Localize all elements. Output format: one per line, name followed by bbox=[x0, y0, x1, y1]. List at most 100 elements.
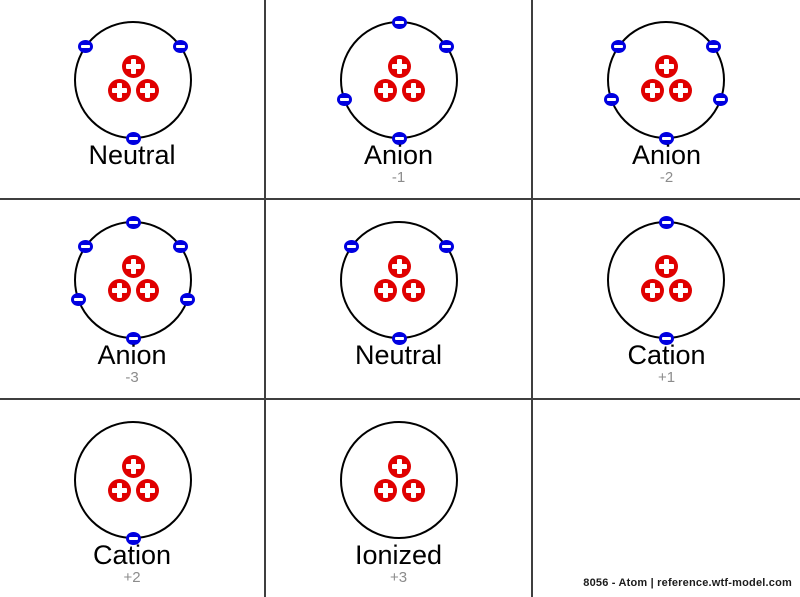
plus-icon bbox=[672, 287, 688, 293]
electron-minus-icon bbox=[125, 215, 141, 229]
atom-diagram bbox=[266, 400, 531, 597]
proton-plus-icon bbox=[107, 278, 131, 302]
plus-icon bbox=[139, 87, 155, 93]
minus-icon bbox=[73, 298, 83, 302]
proton-plus-icon bbox=[107, 78, 131, 102]
electron-minus-icon bbox=[713, 93, 728, 107]
proton-plus-icon bbox=[373, 278, 397, 302]
proton-plus-icon bbox=[373, 478, 397, 502]
proton-plus-icon bbox=[121, 254, 145, 278]
electron-minus-icon bbox=[336, 93, 352, 107]
minus-icon bbox=[128, 336, 138, 340]
plus-icon bbox=[377, 87, 393, 93]
electron-minus-icon bbox=[391, 331, 407, 345]
plus-icon bbox=[125, 63, 141, 69]
plus-icon bbox=[391, 463, 407, 469]
cell-cation-2: Cation +2 bbox=[0, 400, 266, 597]
ion-label: Ionized bbox=[354, 540, 443, 570]
minus-icon bbox=[80, 45, 90, 49]
minus-icon bbox=[128, 220, 138, 224]
proton-plus-icon bbox=[640, 78, 664, 102]
minus-icon bbox=[176, 245, 185, 249]
electron-minus-icon bbox=[603, 93, 619, 107]
proton-plus-icon bbox=[401, 478, 425, 502]
electron-minus-icon bbox=[391, 15, 407, 29]
electron-orbit bbox=[74, 221, 192, 339]
atom-diagram bbox=[0, 400, 264, 597]
electron-orbit bbox=[607, 221, 725, 339]
minus-icon bbox=[442, 45, 451, 49]
charge-label: -3 bbox=[125, 369, 139, 386]
electron-orbit bbox=[340, 421, 458, 539]
electron-orbit bbox=[340, 21, 458, 139]
atom-diagram bbox=[0, 0, 264, 198]
minus-icon bbox=[80, 245, 90, 249]
minus-icon bbox=[128, 536, 138, 540]
electron-minus-icon bbox=[658, 215, 674, 229]
minus-icon bbox=[613, 45, 623, 49]
atom-diagram bbox=[266, 0, 531, 198]
cell-neutral-2: Neutral bbox=[266, 200, 533, 400]
electron-minus-icon bbox=[391, 131, 407, 145]
proton-plus-icon bbox=[107, 478, 131, 502]
plus-icon bbox=[658, 63, 674, 69]
ion-label: Cation bbox=[627, 340, 706, 370]
charge-label: -1 bbox=[391, 169, 406, 186]
electron-minus-icon bbox=[343, 240, 359, 254]
electron-minus-icon bbox=[173, 40, 188, 54]
electron-minus-icon bbox=[173, 240, 188, 254]
plus-icon bbox=[644, 287, 660, 293]
electron-minus-icon bbox=[439, 240, 454, 254]
proton-plus-icon bbox=[387, 454, 411, 478]
proton-plus-icon bbox=[654, 254, 678, 278]
plus-icon bbox=[377, 287, 393, 293]
plus-icon bbox=[111, 87, 127, 93]
ion-label: Cation bbox=[92, 540, 172, 570]
proton-plus-icon bbox=[654, 54, 678, 78]
minus-icon bbox=[394, 336, 404, 340]
electron-orbit bbox=[74, 21, 192, 139]
proton-plus-icon bbox=[401, 78, 425, 102]
proton-plus-icon bbox=[668, 278, 692, 302]
cell-cation-1: Cation +1 bbox=[533, 200, 800, 400]
minus-icon bbox=[661, 220, 671, 224]
plus-icon bbox=[139, 487, 155, 493]
atom-diagram bbox=[0, 200, 264, 398]
plus-icon bbox=[672, 87, 688, 93]
electron-minus-icon bbox=[77, 240, 93, 254]
electron-minus-icon bbox=[439, 40, 454, 54]
charge-label: -2 bbox=[659, 169, 674, 186]
plus-icon bbox=[644, 87, 660, 93]
minus-icon bbox=[442, 245, 451, 249]
electron-orbit bbox=[74, 421, 192, 539]
ion-label: Neutral bbox=[88, 140, 176, 170]
electron-minus-icon bbox=[125, 131, 141, 145]
proton-plus-icon bbox=[401, 278, 425, 302]
cell-ionized: Ionized +3 bbox=[266, 400, 533, 597]
atom-diagram bbox=[266, 200, 531, 398]
electron-minus-icon bbox=[125, 331, 141, 345]
ion-label: Anion bbox=[97, 340, 167, 370]
proton-plus-icon bbox=[373, 78, 397, 102]
minus-icon bbox=[661, 136, 671, 140]
cell-anion-1: Anion -1 bbox=[266, 0, 533, 200]
plus-icon bbox=[377, 487, 393, 493]
minus-icon bbox=[346, 245, 356, 249]
ion-label: Anion bbox=[363, 140, 434, 170]
plus-icon bbox=[658, 263, 674, 269]
plus-icon bbox=[111, 487, 127, 493]
proton-plus-icon bbox=[135, 478, 159, 502]
minus-icon bbox=[606, 98, 616, 102]
charge-label: +3 bbox=[389, 569, 408, 586]
proton-plus-icon bbox=[640, 278, 664, 302]
electron-minus-icon bbox=[706, 40, 721, 54]
plus-icon bbox=[139, 287, 155, 293]
atom-diagram bbox=[533, 0, 800, 198]
minus-icon bbox=[394, 20, 404, 24]
plus-icon bbox=[111, 287, 127, 293]
atom-diagram bbox=[533, 200, 800, 398]
electron-orbit bbox=[340, 221, 458, 339]
plus-icon bbox=[125, 263, 141, 269]
electron-minus-icon bbox=[658, 131, 674, 145]
